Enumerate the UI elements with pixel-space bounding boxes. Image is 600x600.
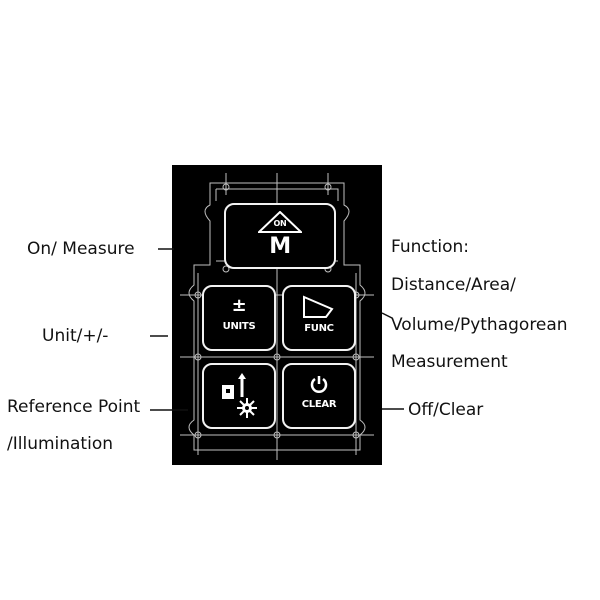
m-text: M [269, 234, 291, 259]
gear-icon [237, 398, 257, 418]
reference-icon [222, 373, 246, 399]
reference-illumination-button[interactable] [202, 363, 276, 429]
function-label-line1: Function: [391, 237, 470, 257]
triangle-icon [258, 211, 302, 233]
unit-label: Unit/+/- [42, 326, 109, 346]
clear-button[interactable]: CLEAR [282, 363, 356, 429]
parallelogram-icon [303, 295, 334, 318]
func-button[interactable]: FUNC [282, 285, 356, 351]
function-label-line4: Measurement [391, 352, 508, 372]
reference-label-line1: Reference Point [7, 397, 141, 417]
on-measure-label: On/ Measure [27, 239, 135, 259]
function-label-line2: Distance/Area/ [391, 275, 516, 295]
units-button[interactable]: ± UNITS [202, 285, 276, 351]
units-text: UNITS [222, 321, 256, 332]
off-clear-label: Off/Clear [408, 400, 484, 420]
function-label-line3: Volume/Pythagorean [391, 315, 568, 335]
on-measure-button[interactable]: ON M [224, 203, 336, 269]
clear-text: CLEAR [301, 399, 337, 410]
keypad-panel: ON M ± UNITS FUNC [172, 165, 382, 465]
power-icon [310, 376, 328, 393]
on-text: ON [273, 219, 287, 228]
func-text: FUNC [304, 323, 334, 334]
reference-label-line2: /Illumination [7, 434, 114, 454]
plus-minus-icon: ± [231, 295, 247, 316]
